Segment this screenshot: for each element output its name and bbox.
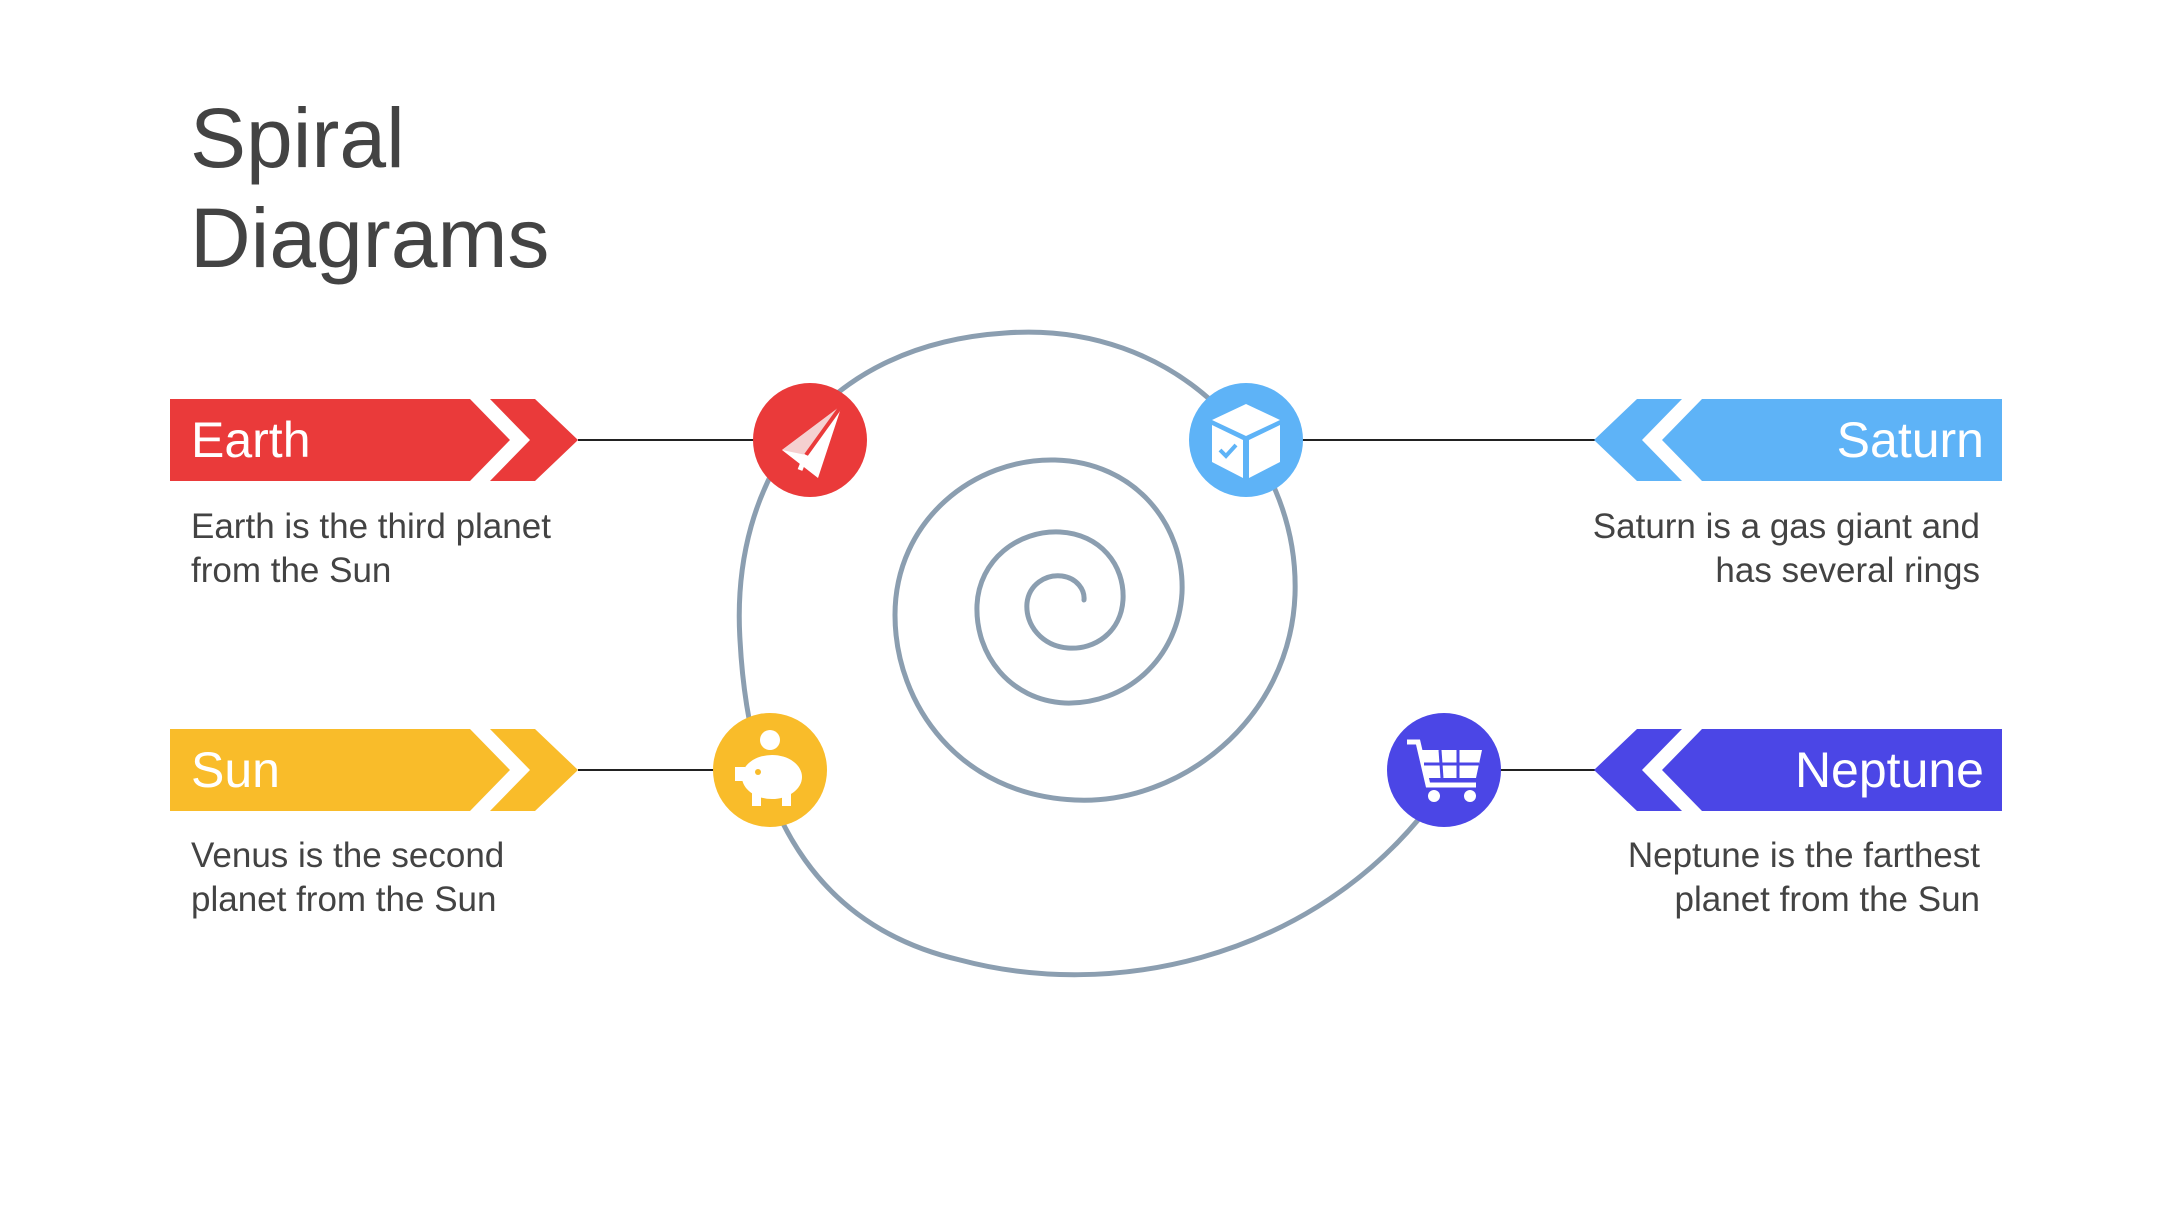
saturn-banner [1594, 399, 2002, 481]
spiral-curve [736, 329, 1421, 978]
page-title: Spiral Diagrams [190, 88, 549, 288]
earth-icon-badge [753, 383, 867, 497]
sun-description: Venus is the second planet from the Sun [191, 834, 504, 922]
earth-description-line-2: from the Sun [191, 551, 392, 590]
sun-description-line-2: planet from the Sun [191, 880, 497, 919]
piggy-bank-icon [735, 730, 802, 806]
earth-banner [170, 399, 578, 481]
sun-description-line-1: Venus is the second [191, 836, 505, 875]
earth-label: Earth [191, 412, 311, 468]
sun-icon-badge [713, 713, 827, 827]
saturn-description-line-2: has several rings [1715, 551, 1980, 590]
paper-plane-icon [782, 403, 844, 478]
neptune-banner [1594, 729, 2002, 811]
title-line-2: Diagrams [190, 191, 550, 285]
saturn-description: Saturn is a gas giant and has several ri… [1593, 505, 1980, 593]
saturn-icon-badge [1189, 383, 1303, 497]
package-box-icon [1212, 404, 1280, 478]
title-line-1: Spiral [190, 91, 405, 185]
neptune-description-line-2: planet from the Sun [1674, 880, 1980, 919]
neptune-description-line-1: Neptune is the farthest [1627, 836, 1980, 875]
shopping-cart-icon [1407, 739, 1482, 802]
saturn-description-line-1: Saturn is a gas giant and [1592, 507, 1980, 546]
earth-description-line-1: Earth is the third planet [191, 507, 551, 546]
sun-label: Sun [191, 742, 280, 798]
saturn-label: Saturn [1836, 412, 1984, 468]
neptune-label: Neptune [1794, 742, 1984, 798]
neptune-description: Neptune is the farthest planet from the … [1628, 834, 1980, 922]
sun-banner [170, 729, 578, 811]
neptune-icon-badge [1387, 713, 1501, 827]
earth-description: Earth is the third planet from the Sun [191, 505, 551, 593]
